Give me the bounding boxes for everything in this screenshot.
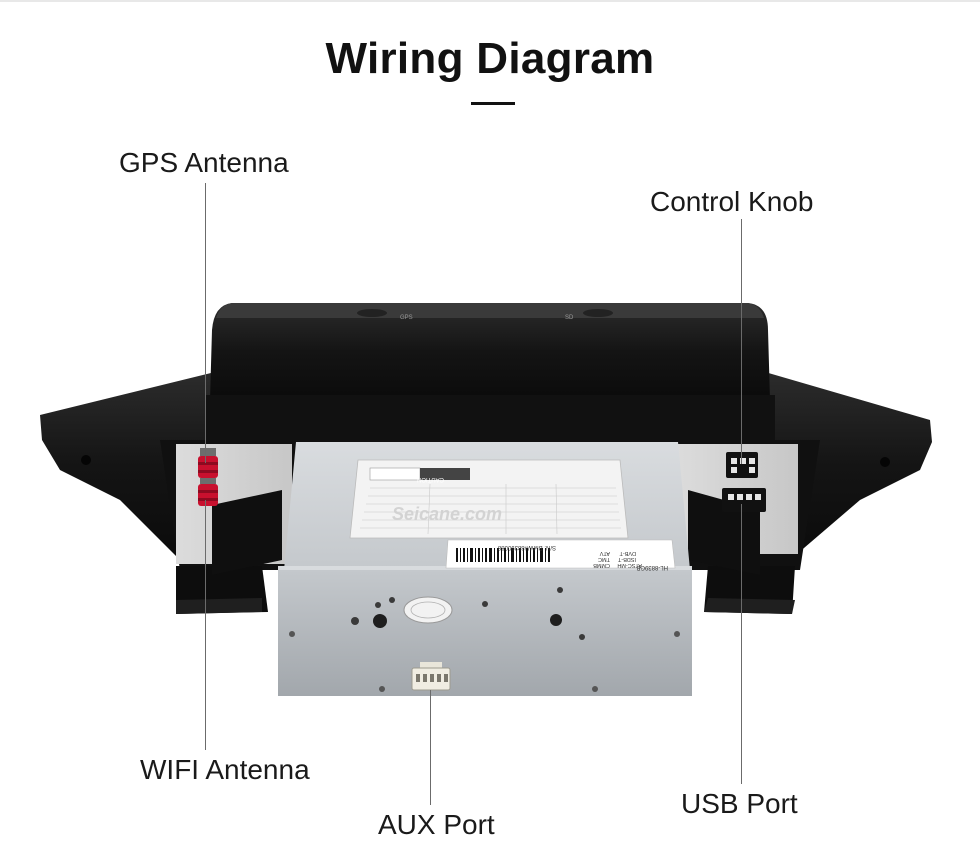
title-underline [471, 102, 515, 105]
usb-port-leader [741, 504, 742, 784]
gps-antenna-connector [198, 448, 218, 478]
sticker-option-4: ISDB-T [617, 556, 636, 562]
housing-top: GPS SD [205, 303, 775, 445]
sticker-option-3: TMC [598, 556, 610, 562]
control-knob-leader [741, 219, 742, 464]
wifi-antenna-leader [205, 500, 206, 750]
sticker-option-5: CMMB [593, 562, 610, 568]
gps-antenna-leader [205, 183, 206, 463]
sticker-caution: CAUTION [417, 476, 444, 482]
sticker-model: HL-8839GB [636, 564, 668, 570]
sticker-option-1: ATV [599, 550, 610, 556]
gps-top-mark: GPS [400, 315, 413, 321]
sticker-option-2: DVB-T [619, 550, 636, 556]
sticker-option-6: ATSC-MH [617, 562, 642, 568]
control-knob-label: Control Knob [650, 186, 814, 217]
product-sticker: CAUTION Seicane.com S/N: BMW#88390088 HL… [349, 459, 676, 570]
wifi-antenna-label: WIFI Antenna [140, 754, 310, 785]
usb-port-label: USB Port [681, 788, 798, 819]
sticker-serial: S/N: BMW#88390088 [497, 544, 556, 550]
top-divider [0, 0, 980, 2]
wifi-antenna-connector [198, 478, 218, 506]
sd-top-mark: SD [565, 315, 574, 321]
control-knob-connector [726, 452, 758, 478]
aux-port-leader [430, 690, 431, 805]
aux-port-connector [411, 662, 451, 691]
gps-antenna-label: GPS Antenna [119, 147, 289, 178]
aux-port-label: AUX Port [378, 809, 495, 840]
page-title: Wiring Diagram [325, 34, 655, 83]
usb-port-connector [722, 488, 766, 512]
watermark: Seicane.com [392, 504, 502, 524]
